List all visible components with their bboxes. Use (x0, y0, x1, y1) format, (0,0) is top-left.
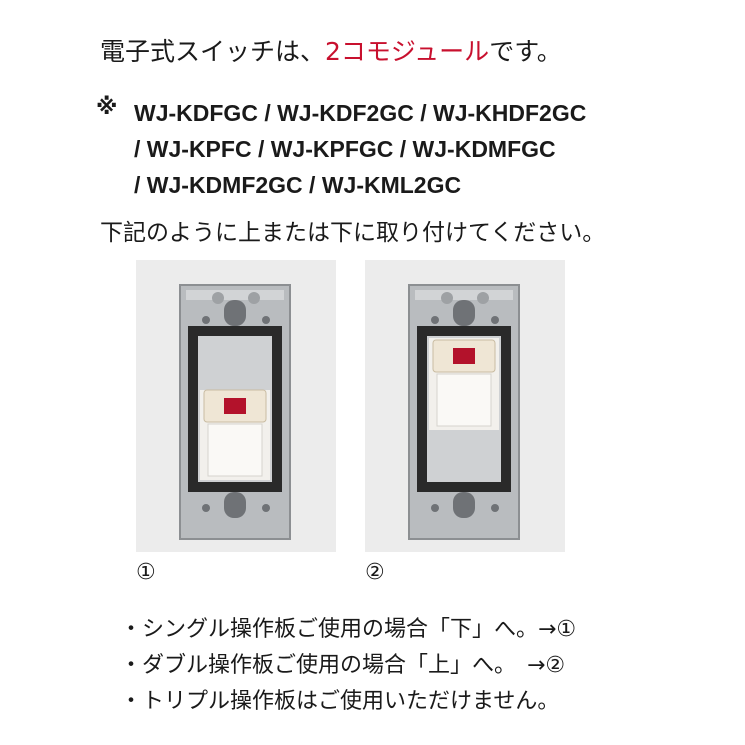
headline-suffix: です。 (489, 37, 562, 66)
notes-list: ・シングル操作板ご使用の場合「下」へ。→① ・ダブル操作板ご使用の場合「上」へ。… (120, 612, 576, 720)
note-item: ・ダブル操作板ご使用の場合「上」へ。 →② (120, 653, 566, 678)
instruction-text: 下記のように上または下に取り付けてください。 (100, 220, 606, 246)
headline-prefix: 電子式スイッチは、 (100, 37, 326, 66)
model-line: / WJ-KDMF2GC / WJ-KML2GC (134, 172, 462, 198)
model-list: WJ-KDFGC / WJ-KDF2GC / WJ-KHDF2GC / WJ-K… (134, 95, 586, 203)
headline-highlight: 2コモジュール (325, 37, 490, 66)
figure-1-caption: ① (136, 560, 156, 585)
model-line: / WJ-KPFC / WJ-KPFGC / WJ-KDMFGC (134, 136, 556, 162)
note-mark: ※ (96, 95, 118, 120)
photo-bottom-mount (136, 260, 336, 552)
headline: 電子式スイッチは、2コモジュールです。 (100, 32, 562, 68)
figure-2-caption: ② (365, 560, 385, 585)
note-item: ・トリプル操作板はご使用いただけません。 (120, 689, 560, 714)
model-line: WJ-KDFGC / WJ-KDF2GC / WJ-KHDF2GC (134, 100, 587, 126)
note-item: ・シングル操作板ご使用の場合「下」へ。→① (120, 617, 577, 642)
photo-top-mount (365, 260, 565, 552)
